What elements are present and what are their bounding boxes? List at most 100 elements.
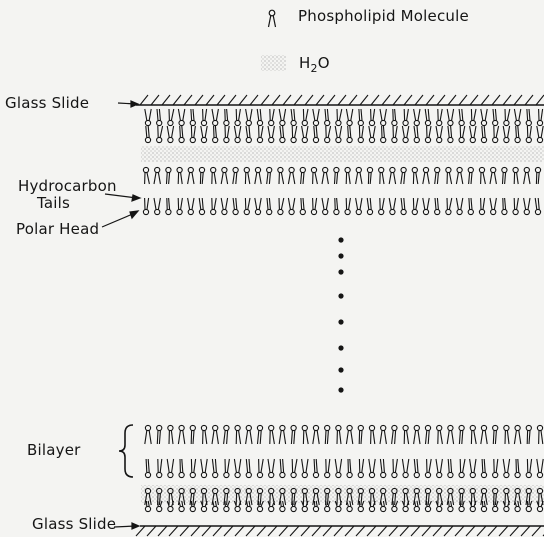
phospholipid-molecule	[311, 167, 317, 184]
phospholipid-molecule	[221, 198, 227, 215]
phospholipid-molecule	[437, 109, 443, 126]
phospholipid-molecule	[188, 167, 194, 184]
phospholipid-molecule	[515, 459, 520, 478]
phospholipid-molecule	[493, 126, 499, 143]
phospholipid-molecule	[268, 459, 274, 478]
phospholipid-molecule	[448, 459, 453, 478]
phospholipid-molecule	[212, 109, 218, 126]
hydrocarbon-label: Hydrocarbon	[18, 177, 117, 195]
phospholipid-molecule	[201, 425, 206, 444]
legend-molecule-icon	[269, 10, 276, 27]
phospholipid-molecule	[224, 126, 229, 143]
monolayer-top-lower	[145, 126, 543, 143]
phospholipid-molecule	[358, 126, 363, 143]
phospholipid-molecule	[526, 459, 531, 478]
phospholipid-molecule	[157, 126, 163, 143]
phospholipid-molecule	[246, 425, 252, 444]
phospholipid-molecule	[167, 459, 173, 478]
phospholipid-molecule	[235, 425, 241, 444]
phospholipid-molecule	[526, 425, 531, 444]
bilayer-upper-leaflet	[145, 425, 543, 444]
phospholipid-molecule	[300, 198, 305, 215]
phospholipid-molecule	[389, 167, 395, 184]
phospholipid-molecule	[178, 109, 184, 126]
phospholipid-molecule	[515, 126, 520, 143]
phospholipid-molecule	[234, 126, 240, 143]
phospholipid-molecule	[502, 198, 507, 215]
phospholipid-molecule	[470, 459, 476, 478]
phospholipid-molecule	[199, 167, 204, 184]
phospholipid-molecule	[235, 109, 240, 126]
phospholipid-molecule	[526, 126, 531, 143]
phospholipid-molecule	[143, 167, 149, 184]
phospholipid-molecule	[389, 198, 395, 215]
monolayer-top-third	[143, 167, 540, 214]
glass-slide-top	[136, 95, 544, 105]
phospholipid-molecule	[446, 198, 452, 215]
phospholipid-molecule	[199, 198, 204, 215]
phospholipid-molecule	[456, 198, 462, 215]
phospholipid-molecule	[392, 425, 397, 444]
phospholipid-molecule	[448, 126, 453, 143]
phospholipid-molecule	[190, 109, 195, 126]
phospholipid-molecule	[212, 459, 217, 478]
phospholipid-molecule	[468, 198, 473, 215]
phospholipid-molecule	[425, 109, 430, 126]
phospholipid-molecule	[456, 167, 462, 184]
phospholipid-molecule	[479, 167, 485, 184]
phospholipid-molecule	[302, 425, 308, 444]
phospholipid-molecule	[325, 425, 330, 444]
phospholipid-molecule	[336, 425, 341, 444]
phospholipid-molecule	[278, 167, 284, 184]
phospholipid-molecule	[154, 198, 160, 215]
phospholipid-molecule	[412, 167, 418, 184]
phospholipid-molecule	[423, 167, 429, 184]
phospholipid-molecule	[367, 198, 372, 215]
phospholipid-molecule	[493, 425, 498, 444]
phospholipid-molecule	[481, 459, 486, 478]
phospholipid-molecule	[267, 198, 272, 215]
phospholipid-molecule	[481, 109, 487, 126]
phospholipid-molecule	[255, 198, 261, 215]
phospholipid-molecule	[166, 198, 171, 215]
phospholipid-molecule	[514, 425, 520, 444]
phospholipid-molecule	[345, 167, 350, 184]
legend-water-label: H2O	[299, 54, 330, 75]
phospholipid-molecule	[414, 126, 419, 143]
phospholipid-molecule	[436, 126, 442, 143]
phospholipid-molecule	[537, 126, 543, 143]
phospholipid-molecule	[470, 126, 476, 143]
phospholipid-molecule	[224, 459, 230, 478]
phospholipid-molecule	[313, 425, 319, 444]
phospholipid-molecule	[369, 425, 374, 444]
phospholipid-molecule	[436, 459, 442, 478]
phospholipid-molecule	[358, 425, 363, 444]
phospholipid-molecule	[233, 198, 238, 215]
phospholipid-molecule	[257, 126, 263, 143]
phospholipid-molecule	[535, 167, 540, 184]
phospholipid-molecule	[334, 167, 339, 184]
phospholipid-molecule	[257, 459, 263, 478]
phospholipid-molecule	[336, 109, 342, 126]
phospholipid-molecule	[481, 425, 487, 444]
tails-label: Tails	[37, 194, 70, 212]
phospholipid-molecule	[269, 109, 275, 126]
polar-head-label: Polar Head	[16, 220, 99, 238]
water-label-h: H	[299, 54, 310, 72]
phospholipid-molecule	[179, 459, 184, 478]
phospholipid-molecule	[246, 109, 252, 126]
phospholipid-molecule	[246, 126, 251, 143]
arrow-glass-top	[118, 101, 138, 107]
phospholipid-molecule	[246, 459, 251, 478]
phospholipid-molecule	[504, 109, 510, 126]
phospholipid-molecule	[524, 167, 530, 184]
phospholipid-molecule	[526, 109, 531, 126]
phospholipid-molecule	[493, 459, 498, 478]
phospholipid-molecule	[269, 425, 275, 444]
bilayer-label: Bilayer	[27, 441, 81, 459]
glass-slide-bottom	[136, 526, 544, 536]
phospholipid-molecule	[403, 425, 409, 444]
phospholipid-molecule	[334, 198, 339, 215]
